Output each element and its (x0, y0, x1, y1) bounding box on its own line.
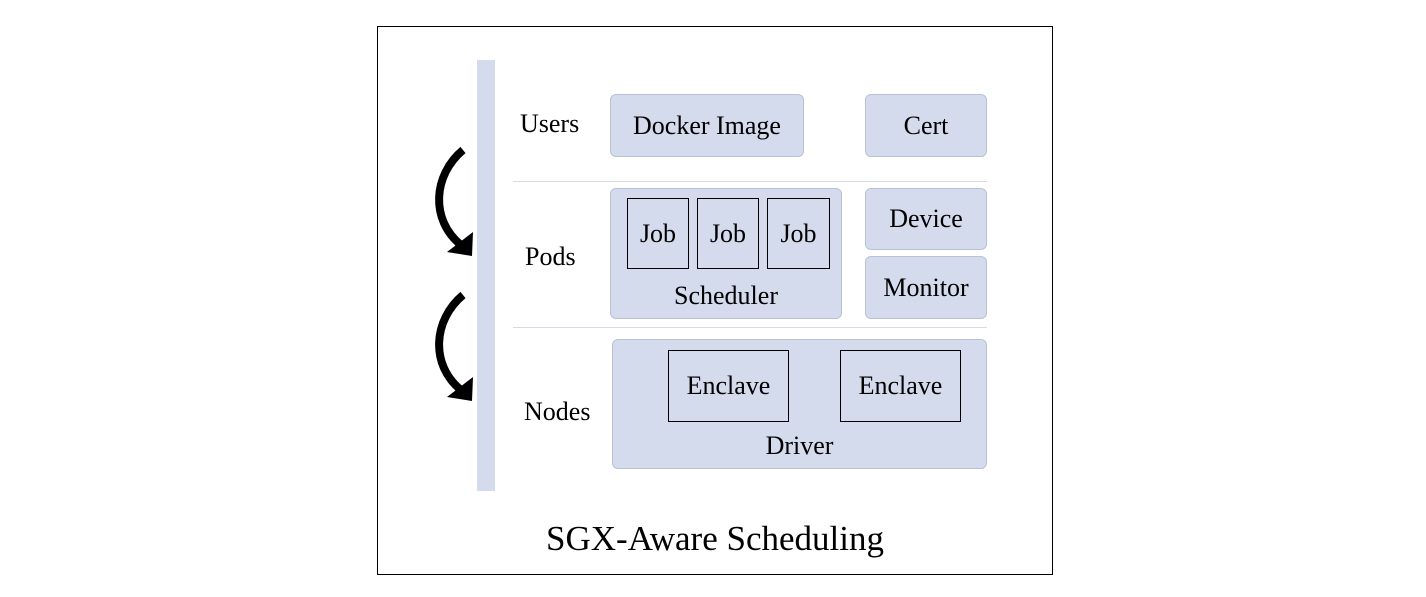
enclave-label-1: Enclave (686, 371, 771, 400)
row-label-nodes: Nodes (524, 397, 591, 426)
job-label-3: Job (780, 218, 817, 248)
cert-box: Cert (865, 94, 987, 157)
scheduler-box (610, 188, 842, 319)
job-label-2: Job (709, 218, 747, 248)
monitor-label: Monitor (883, 272, 969, 302)
curved-arrow-down-1 (435, 146, 473, 256)
docker-image-box: Docker Image (610, 94, 804, 157)
driver-box (612, 339, 987, 469)
monitor-box: Monitor (865, 256, 987, 319)
device-label: Device (889, 204, 963, 233)
diagram-caption: SGX-Aware Scheduling (546, 519, 884, 558)
cert-label: Cert (903, 110, 949, 140)
job-label-1: Job (639, 218, 677, 248)
job-box-1: Job (627, 198, 689, 269)
row-label-pods: Pods (525, 242, 576, 271)
device-box: Device (865, 188, 987, 250)
docker-image-label: Docker Image (633, 110, 781, 140)
scheduler-label: Scheduler (674, 281, 778, 310)
job-box-3: Job (767, 198, 830, 269)
enclave-box-2: Enclave (840, 350, 961, 422)
driver-label: Driver (765, 431, 834, 460)
enclave-box-1: Enclave (668, 350, 789, 422)
enclave-label-2: Enclave (858, 371, 943, 400)
layer-flow-bar (477, 60, 495, 491)
curved-arrow-down-2 (435, 291, 473, 401)
row-label-users: Users (520, 109, 580, 138)
row-divider-pods-nodes (513, 327, 987, 328)
job-box-2: Job (697, 198, 759, 269)
row-divider-users-pods (513, 181, 987, 182)
